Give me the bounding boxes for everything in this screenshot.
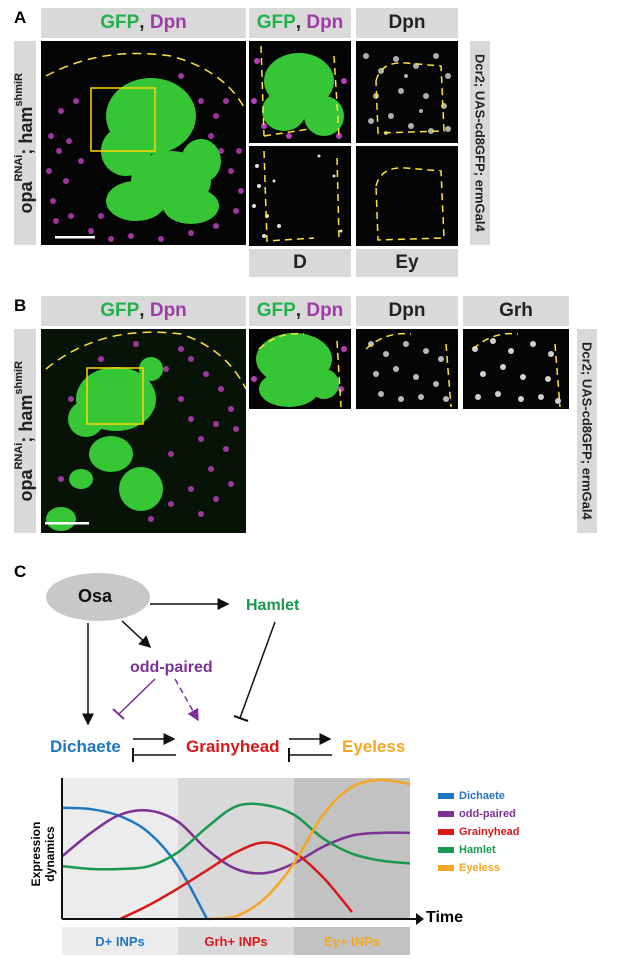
legend-item-dichaete: Dichaete — [438, 790, 520, 802]
panel-b-left-label: opaRNAi; hamshmiR — [13, 329, 36, 533]
panel-a-left-label: opaRNAi; hamshmiR — [13, 41, 36, 245]
series-line-hamlet — [61, 802, 411, 871]
osa-node — [46, 573, 150, 621]
header-comma: , — [139, 12, 145, 33]
hamlet-label: Hamlet — [246, 597, 300, 614]
panel-a-right-label: Dcr2; UAS-cd8GFP; ermGal4 — [470, 41, 490, 245]
panel-b-zoom-gfp-dpn — [249, 329, 351, 409]
series-line-grainyhead — [119, 841, 353, 921]
opa-activates-grainyhead — [174, 678, 199, 722]
panel-b-right-label: Dcr2; UAS-cd8GFP; ermGal4 — [577, 329, 597, 533]
panel-c-letter: C — [14, 562, 27, 581]
driver-label: Dcr2; UAS-cd8GFP; ermGal4 — [579, 342, 595, 520]
panel-b-main-image — [41, 329, 246, 533]
header-dpn-label: Dpn — [388, 12, 426, 33]
panel-a-zoom-ey — [356, 146, 458, 246]
series-line-dichaete — [61, 806, 209, 920]
panel-b-zoom-dpn — [356, 329, 458, 409]
panel-a-zoom-d — [249, 146, 351, 246]
panel-a-zoom-gfp-dpn — [249, 41, 351, 143]
odd-paired-label: odd-paired — [130, 659, 213, 676]
grainyhead-label: Grainyhead — [186, 737, 280, 756]
opa-inhibits-dichaete — [118, 678, 156, 715]
series-line-odd-paired — [61, 808, 411, 875]
panel-a-footer-d: D — [249, 249, 351, 277]
panel-b-main-header: GFP, Dpn — [41, 296, 246, 326]
panel-b-letter: B — [14, 296, 27, 315]
legend-item-grainyhead: Grainyhead — [438, 826, 520, 838]
panel-a-header-dpn: Dpn — [356, 8, 458, 38]
panel-a-letter: A — [14, 8, 27, 27]
series-line-eyeless — [206, 778, 411, 921]
micrograph-gfp-dpn — [45, 52, 246, 242]
panel-a-footer-ey: Ey — [356, 249, 458, 277]
osa-label: Osa — [78, 586, 113, 606]
chart-legend: Dichaete odd-paired Grainyhead Hamlet Ey… — [438, 790, 520, 874]
panel-b-header-dpn: Dpn — [356, 296, 458, 326]
panel-b-small-header-gfp-dpn: GFP, Dpn — [249, 296, 351, 326]
legend-item-eyeless: Eyeless — [438, 862, 520, 874]
panel-a-main-header: GFP, Dpn — [41, 8, 246, 38]
header-gfp: GFP — [100, 12, 140, 33]
panel-a-small-header-gfp-dpn: GFP, Dpn — [249, 8, 351, 38]
eyeless-label: Eyeless — [342, 737, 406, 756]
phase-background-grh — [178, 778, 294, 919]
legend-item-odd-paired: odd-paired — [438, 808, 520, 820]
panel-a-zoom-dpn — [356, 41, 458, 143]
dichaete-label: Dichaete — [50, 737, 121, 756]
header-dpn: Dpn — [306, 12, 344, 33]
header-dpn: Dpn — [149, 12, 187, 33]
panel-b-header-grh: Grh — [463, 296, 569, 326]
y-axis-label: Expression dynamics — [29, 821, 57, 887]
header-gfp: GFP — [256, 12, 296, 33]
panel-b-zoom-grh — [463, 329, 569, 409]
panel-a-main-image — [41, 41, 246, 245]
phase-label-ey: Ey+ INPs — [294, 927, 410, 955]
x-axis-label: Time — [426, 909, 464, 926]
phase-label-grh: Grh+ INPs — [178, 927, 294, 955]
legend-item-hamlet: Hamlet — [438, 844, 520, 856]
phase-background-d — [62, 778, 178, 919]
phase-background-ey — [294, 778, 410, 919]
phase-label-d: D+ INPs — [62, 927, 178, 955]
driver-label: Dcr2; UAS-cd8GFP; ermGal4 — [472, 54, 488, 232]
hamlet-inhibits-grainyhead — [239, 621, 276, 719]
osa-to-opa-arrow — [121, 620, 152, 649]
